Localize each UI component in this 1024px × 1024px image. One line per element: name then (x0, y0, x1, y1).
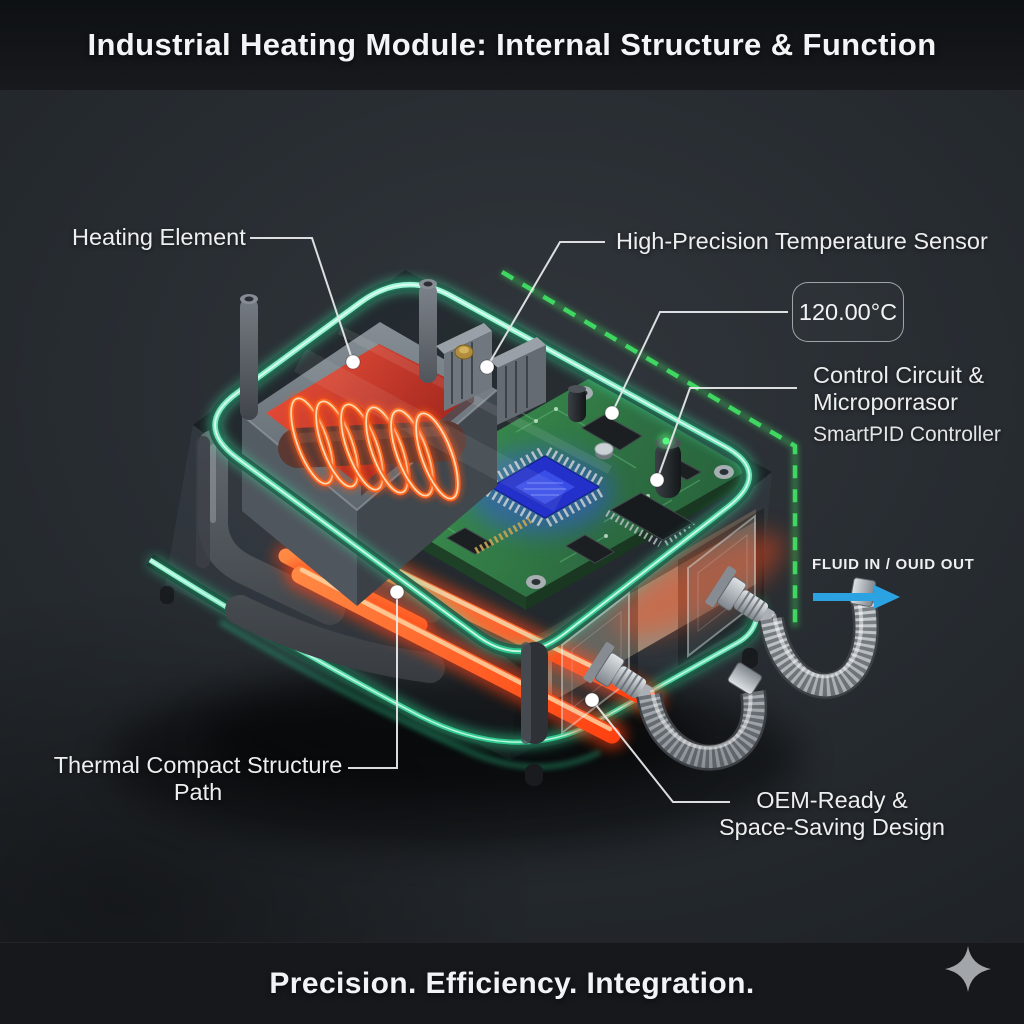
leader-oem-design (591, 699, 730, 803)
label-temperature-sensor: High-Precision Temperature Sensor (616, 228, 988, 254)
tagline-band: Precision. Efficiency. Integration. (0, 942, 1024, 1024)
temperature-readout-badge: 120.00°C (792, 282, 904, 342)
pcb-ics (413, 414, 703, 564)
title-band: Industrial Heating Module: Internal Stru… (0, 0, 1024, 90)
hose-fitting-2 (705, 566, 775, 626)
lid-glow-rim (208, 278, 756, 658)
sparkle-icon (945, 946, 991, 992)
lid-glass (215, 284, 750, 652)
status-led (662, 437, 670, 445)
tagline-text: Precision. Efficiency. Integration. (269, 967, 755, 1000)
diagram-stage: Heating Element High-Precision Temperatu… (0, 90, 1024, 942)
leader-dots (345, 354, 665, 708)
leader-heating-element (250, 237, 354, 363)
brass-fitting (454, 344, 474, 360)
control-zone-dashed-outline (500, 268, 799, 627)
heating-coil (278, 393, 466, 504)
label-control-circuit: Control Circuit & Microporrasor SmartPID… (813, 362, 1001, 446)
hose-fitting-1 (583, 642, 653, 702)
label-fluid-flow: FLUID IN / OUID OUT (812, 556, 975, 573)
heating-chamber (241, 322, 498, 606)
braided-hose-1 (636, 689, 768, 771)
temperature-sensor-assembly (436, 323, 546, 425)
page-title: Industrial Heating Module: Internal Stru… (87, 27, 937, 62)
microcontroller-chip (485, 447, 605, 527)
device-illustration (110, 237, 900, 850)
fluid-ports (561, 513, 879, 771)
label-heating-element: Heating Element (72, 224, 246, 250)
standoff-posts (160, 279, 758, 786)
label-oem-design: OEM-Ready & Space-Saving Design (719, 787, 945, 840)
leader-thermal-path (348, 592, 398, 769)
leader-control-circuit (656, 387, 797, 481)
braided-hose-2 (758, 595, 879, 699)
leader-temperature-readout (611, 311, 788, 414)
leader-temperature-sensor (486, 241, 605, 368)
flow-arrow-icon (813, 585, 900, 609)
leader-lines (250, 237, 797, 803)
control-pcb (368, 378, 748, 610)
label-thermal-path: Thermal Compact Structure Path (53, 752, 343, 805)
